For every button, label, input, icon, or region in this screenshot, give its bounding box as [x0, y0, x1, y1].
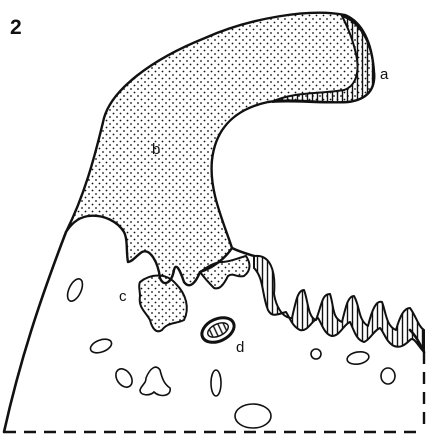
open-oval [311, 349, 321, 359]
label-b: b [152, 141, 160, 158]
panel-number: 2 [10, 16, 22, 39]
stippled-body-c [139, 276, 187, 332]
label-c: c [119, 288, 127, 305]
open-oval [346, 350, 370, 366]
open-oval [89, 337, 114, 356]
open-oval [64, 277, 85, 304]
label-d: d [236, 339, 244, 356]
label-a: a [380, 66, 389, 83]
open-oval [113, 366, 136, 390]
ringed-oval-d [198, 313, 238, 347]
open-oval [235, 404, 271, 428]
open-irregular-shape [140, 367, 170, 395]
open-oval [211, 370, 221, 396]
stippled-structure-b [66, 13, 374, 285]
open-oval [381, 368, 395, 384]
hatched-crenellated-edge [254, 256, 424, 352]
